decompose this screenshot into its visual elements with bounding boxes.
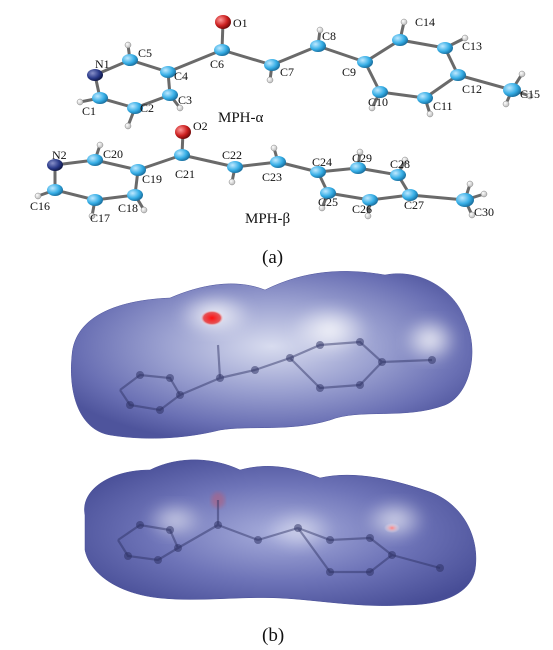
atom-c23 <box>270 156 286 168</box>
atom-c21 <box>174 149 190 161</box>
panel-a-ortep: N1 C1 C2 C3 C4 C5 C6 O1 C7 C8 C9 C10 C11… <box>30 15 540 268</box>
label-c22: C22 <box>222 148 242 162</box>
atom-c10 <box>372 86 388 98</box>
atom-c2 <box>127 102 143 114</box>
label-c19: C19 <box>142 172 162 186</box>
atom-c24 <box>310 166 326 178</box>
molecule-name-beta: MPH-β <box>245 211 290 227</box>
label-c5: C5 <box>138 46 152 60</box>
atom-o1 <box>215 15 231 29</box>
atom-c6 <box>214 44 230 56</box>
atom-c22 <box>227 161 243 173</box>
label-c3: C3 <box>178 93 192 107</box>
atom-c13 <box>437 42 453 54</box>
label-c15: C15 <box>520 87 540 101</box>
hirshfeld-surface-beta <box>84 459 477 606</box>
label-c28: C28 <box>390 157 410 171</box>
label-c13: C13 <box>462 39 482 53</box>
label-c10: C10 <box>368 95 388 109</box>
label-c27: C27 <box>404 198 424 212</box>
panel-a-label: (a) <box>262 247 283 268</box>
label-c18: C18 <box>118 201 138 215</box>
atom-c19 <box>130 164 146 176</box>
label-c20: C20 <box>103 147 123 161</box>
panel-b-hirshfeld-surfaces: (b) <box>71 271 477 646</box>
label-c29: C29 <box>352 151 372 165</box>
atom-c27 <box>402 189 418 201</box>
atom-c8 <box>310 40 326 52</box>
atom-o2 <box>175 125 191 139</box>
alpha-atoms <box>76 15 534 130</box>
atom-c4 <box>160 66 176 78</box>
atom-c25 <box>320 187 336 199</box>
atom-c3 <box>162 89 178 101</box>
label-c21: C21 <box>175 167 195 181</box>
hirshfeld-surface-alpha <box>71 271 473 439</box>
beta-atoms <box>34 125 488 220</box>
atom-c1 <box>92 92 108 104</box>
atom-c26 <box>362 194 378 206</box>
panel-b-label: (b) <box>262 625 284 646</box>
label-o1: O1 <box>233 16 248 30</box>
atom-n1 <box>87 69 103 81</box>
label-o2: O2 <box>193 119 208 133</box>
atom-c16 <box>47 184 63 196</box>
molecule-name-alpha: MPH-α <box>218 110 264 126</box>
label-n1: N1 <box>95 57 110 71</box>
atom-n2 <box>47 159 63 171</box>
label-n2: N2 <box>52 148 67 162</box>
label-c30: C30 <box>474 205 494 219</box>
atom-c17 <box>87 194 103 206</box>
label-c17: C17 <box>90 211 110 225</box>
label-c1: C1 <box>82 104 96 118</box>
alpha-atom-labels: N1 C1 C2 C3 C4 C5 C6 O1 C7 C8 C9 C10 C11… <box>82 15 540 118</box>
label-c8: C8 <box>322 29 336 43</box>
label-c25: C25 <box>318 195 338 209</box>
beta-atom-labels: N2 C16 C17 C18 C19 C20 C21 O2 C22 C23 C2… <box>30 119 494 225</box>
label-c26: C26 <box>352 202 372 216</box>
label-c12: C12 <box>462 82 482 96</box>
atom-c18 <box>127 189 143 201</box>
atom-c28 <box>390 169 406 181</box>
atom-c29 <box>350 162 366 174</box>
label-c11: C11 <box>433 99 453 113</box>
label-c7: C7 <box>280 65 294 79</box>
atom-c30 <box>456 193 474 207</box>
atom-c14 <box>392 34 408 46</box>
label-c23: C23 <box>262 170 282 184</box>
atom-c5 <box>122 54 138 66</box>
atom-c12 <box>450 69 466 81</box>
label-c2: C2 <box>140 101 154 115</box>
atom-c7 <box>264 59 280 71</box>
atom-c15 <box>503 83 521 97</box>
label-c4: C4 <box>174 69 188 83</box>
pale-red-contact-spot <box>384 523 400 533</box>
label-c24: C24 <box>312 155 332 169</box>
atom-c11 <box>417 92 433 104</box>
label-c9: C9 <box>342 65 356 79</box>
atom-c20 <box>87 154 103 166</box>
label-c14: C14 <box>415 15 435 29</box>
label-c16: C16 <box>30 199 50 213</box>
label-c6: C6 <box>210 57 224 71</box>
red-contact-spot <box>200 310 224 326</box>
atom-c9 <box>357 56 373 68</box>
